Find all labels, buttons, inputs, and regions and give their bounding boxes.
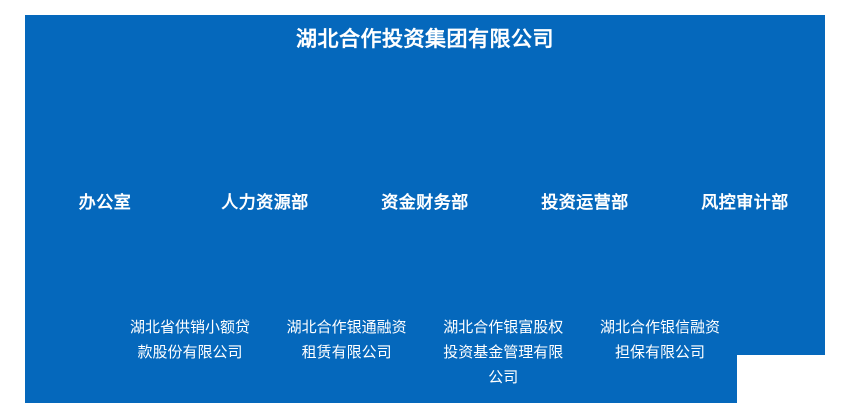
org-chart-panel	[25, 15, 825, 403]
subsidiary-item-yinxin-guarantee[interactable]: 湖北合作银信融资担保有限公司	[599, 319, 720, 361]
bottom-right-corner-notch	[737, 355, 850, 420]
department-item-human-resources[interactable]: 人力资源部	[221, 193, 309, 212]
department-item-risk-control-audit[interactable]: 风控审计部	[701, 193, 789, 212]
department-item-investment-operations[interactable]: 投资运营部	[541, 193, 629, 212]
department-row: 办公室 人力资源部 资金财务部 投资运营部 风控审计部	[25, 188, 825, 218]
department-item-office[interactable]: 办公室	[78, 193, 132, 212]
subsidiary-row: 湖北省供销小额贷款股份有限公司 湖北合作银通融资租赁有限公司 湖北合作银富股权投…	[125, 315, 725, 390]
page-title: 湖北合作投资集团有限公司	[296, 28, 554, 51]
subsidiary-item-microloan[interactable]: 湖北省供销小额贷款股份有限公司	[129, 319, 250, 361]
department-item-finance[interactable]: 资金财务部	[381, 193, 469, 212]
subsidiary-item-yintong-leasing[interactable]: 湖北合作银通融资租赁有限公司	[286, 319, 407, 361]
subsidiary-item-yinfu-equity-fund[interactable]: 湖北合作银富股权投资基金管理有限公司	[443, 319, 564, 386]
